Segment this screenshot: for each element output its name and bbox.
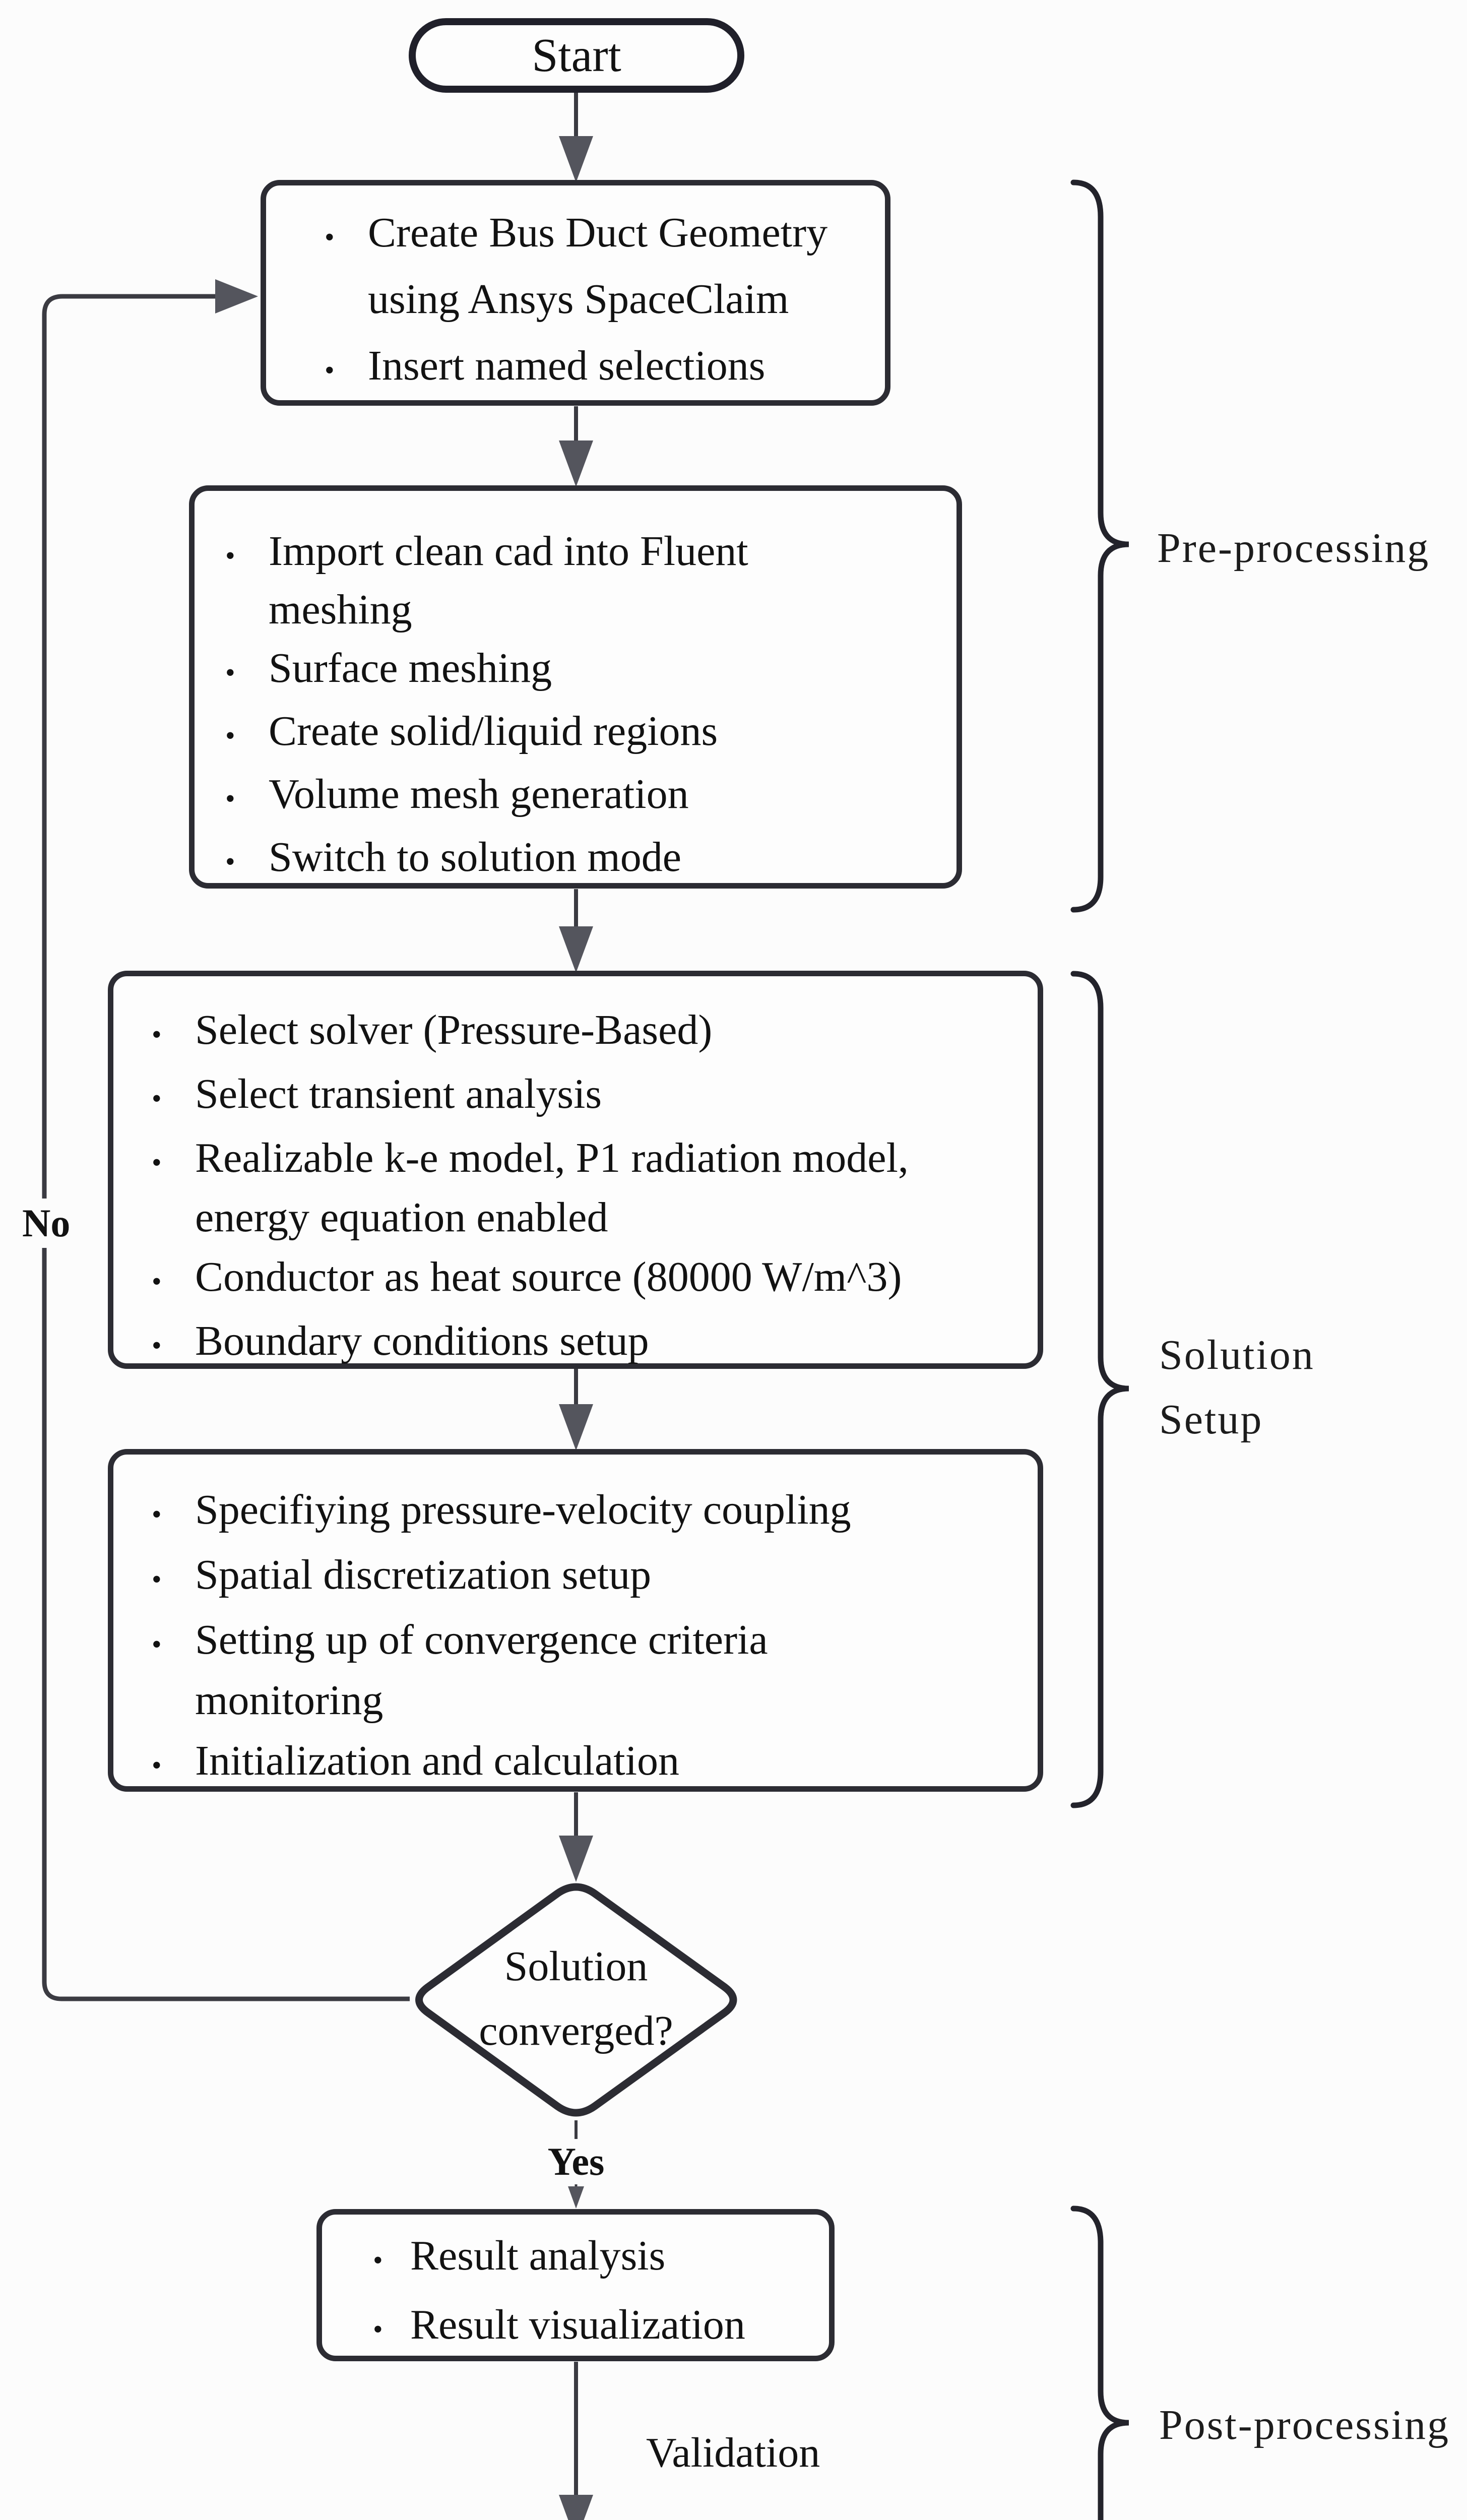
- list-item: • Spatial discretization setup: [149, 1545, 1028, 1610]
- list-item-text: Select solver (Pressure-Based): [195, 1006, 713, 1053]
- start-node: Start: [409, 18, 744, 93]
- list-item-text: Result visualization: [410, 2301, 745, 2348]
- list-item: • Volume mesh generation: [222, 765, 946, 828]
- meshing-items: • Import clean cad into Fluent meshing •…: [222, 522, 946, 891]
- list-item-text: Specifiying pressure-velocity coupling: [195, 1486, 851, 1533]
- bullet-icon: •: [152, 1019, 162, 1050]
- list-item-text: Switch to solution mode: [269, 834, 681, 880]
- list-item: • Initialization and calculation: [149, 1731, 1028, 1796]
- bullet-icon: •: [373, 2314, 383, 2345]
- solver-setup-items: • Select solver (Pressure-Based) • Selec…: [149, 1000, 1028, 1375]
- bullet-icon: •: [225, 783, 235, 814]
- bullet-icon: •: [225, 720, 235, 751]
- solver-setup-box: • Select solver (Pressure-Based) • Selec…: [108, 971, 1043, 1369]
- list-item-text: Import clean cad into Fluent meshing: [269, 528, 748, 633]
- bullet-icon: •: [325, 222, 335, 253]
- list-item: • Conductor as heat source (80000 W/m^3): [149, 1247, 1028, 1311]
- list-item-text: Volume mesh generation: [269, 771, 689, 817]
- list-item: • Import clean cad into Fluent meshing: [222, 522, 946, 639]
- arrowhead-no-loop: [215, 279, 258, 313]
- start-label: Start: [532, 29, 621, 82]
- decision-label: Solution converged?: [479, 1943, 673, 2054]
- geometry-items: • Create Bus Duct Geometry using Ansys S…: [322, 200, 875, 404]
- phase-label-pre-processing: Pre-processing: [1157, 525, 1430, 572]
- bullet-icon: •: [152, 1083, 162, 1114]
- arrowhead-controls-to-decision: [559, 1836, 593, 1882]
- bullet-icon: •: [152, 1629, 162, 1660]
- list-item: • Switch to solution mode: [222, 828, 946, 891]
- solution-controls-box: • Specifiying pressure-velocity coupling…: [108, 1449, 1043, 1792]
- list-item: • Insert named selections: [322, 333, 875, 404]
- list-item: • Create solid/liquid regions: [222, 702, 946, 765]
- list-item-text: Setting up of convergence criteria monit…: [195, 1616, 768, 1724]
- list-item-text: Spatial discretization setup: [195, 1551, 652, 1598]
- list-item: • Realizable k-e model, P1 radiation mod…: [149, 1128, 1028, 1247]
- bullet-icon: •: [373, 2245, 383, 2276]
- list-item-text: Result analysis: [410, 2232, 666, 2279]
- arrowhead-meshing-to-setup: [559, 926, 593, 973]
- solution-controls-items: • Specifiying pressure-velocity coupling…: [149, 1480, 1028, 1796]
- bullet-icon: •: [152, 1499, 162, 1530]
- arrowhead-setup-to-controls: [559, 1404, 593, 1451]
- no-edge-label: No: [15, 1199, 78, 1248]
- arrowhead-geometry-to-meshing: [559, 440, 593, 487]
- yes-edge-label: Yes: [529, 2139, 623, 2184]
- geometry-box: • Create Bus Duct Geometry using Ansys S…: [261, 180, 890, 406]
- results-box: • Result analysis • Result visualization: [316, 2209, 835, 2361]
- list-item-text: Surface meshing: [269, 645, 552, 691]
- no-loop-line: [42, 294, 410, 2001]
- list-item-text: Realizable k-e model, P1 radiation model…: [195, 1135, 909, 1241]
- list-item: • Create Bus Duct Geometry using Ansys S…: [322, 200, 875, 333]
- phase-label-solution-setup: Solution Setup: [1159, 1332, 1315, 1443]
- list-item-text: Initialization and calculation: [195, 1737, 679, 1784]
- brace-post-processing: [1070, 2206, 1129, 2520]
- bullet-icon: •: [152, 1750, 162, 1781]
- list-item: • Select solver (Pressure-Based): [149, 1000, 1028, 1064]
- arrowhead-start-to-geometry: [559, 136, 593, 182]
- bullet-icon: •: [152, 1147, 162, 1178]
- bullet-icon: •: [152, 1330, 162, 1361]
- validation-edge-label: Validation: [646, 2429, 820, 2476]
- list-item-text: Create Bus Duct Geometry using Ansys Spa…: [368, 209, 828, 323]
- list-item-text: Create solid/liquid regions: [269, 708, 718, 754]
- bullet-icon: •: [225, 540, 235, 572]
- arrowhead-yes-small: [568, 2186, 584, 2209]
- list-item-text: Boundary conditions setup: [195, 1317, 649, 1364]
- list-item-text: Conductor as heat source (80000 W/m^3): [195, 1253, 902, 1300]
- brace-solution-setup: [1070, 971, 1129, 1808]
- results-items: • Result analysis • Result visualization: [370, 2224, 819, 2362]
- decision-diamond: [415, 1883, 737, 2117]
- list-item: • Result analysis: [370, 2224, 819, 2293]
- list-item: • Result visualization: [370, 2293, 819, 2362]
- bullet-icon: •: [152, 1266, 162, 1297]
- arrowhead-results-to-experimental: [559, 2495, 593, 2520]
- meshing-box: • Import clean cad into Fluent meshing •…: [189, 485, 962, 889]
- list-item: • Setting up of convergence criteria mon…: [149, 1610, 1028, 1731]
- bullet-icon: •: [225, 846, 235, 877]
- brace-pre-processing: [1070, 179, 1129, 913]
- phase-label-post-processing: Post-processing: [1159, 2402, 1450, 2448]
- list-item-text: Select transient analysis: [195, 1070, 602, 1117]
- list-item-text: Insert named selections: [368, 342, 766, 389]
- list-item: • Specifiying pressure-velocity coupling: [149, 1480, 1028, 1545]
- bullet-icon: •: [225, 657, 235, 688]
- bullet-icon: •: [152, 1564, 162, 1595]
- list-item: • Surface meshing: [222, 639, 946, 702]
- bullet-icon: •: [325, 355, 335, 386]
- list-item: • Select transient analysis: [149, 1064, 1028, 1128]
- list-item: • Boundary conditions setup: [149, 1311, 1028, 1375]
